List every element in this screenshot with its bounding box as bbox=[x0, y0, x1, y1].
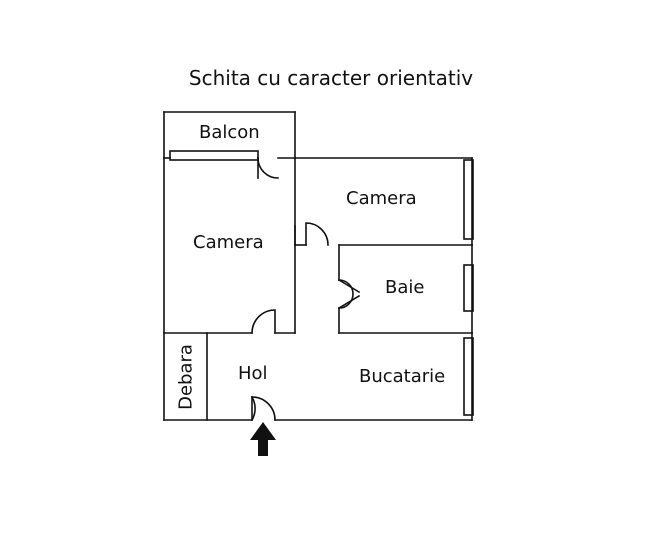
page-title: Schita cu caracter orientativ bbox=[188, 66, 474, 90]
door-swings bbox=[250, 157, 361, 422]
room-label-baie: Baie bbox=[385, 277, 425, 298]
room-label-camera-right: Camera bbox=[346, 188, 417, 209]
room-label-bucatarie: Bucatarie bbox=[359, 366, 446, 387]
balcon-outline bbox=[163, 111, 296, 161]
room-label-hol: Hol bbox=[238, 363, 268, 384]
room-label-camera-left: Camera bbox=[193, 232, 264, 253]
camera-right-walls bbox=[277, 157, 474, 246]
arrow-up-icon bbox=[250, 422, 276, 456]
baie-walls bbox=[338, 244, 474, 334]
room-label-balcon: Balcon bbox=[199, 122, 260, 143]
hol-bucatarie-walls bbox=[163, 332, 474, 421]
room-label-debara: Debara bbox=[175, 344, 197, 410]
camera-left-walls bbox=[163, 157, 296, 334]
